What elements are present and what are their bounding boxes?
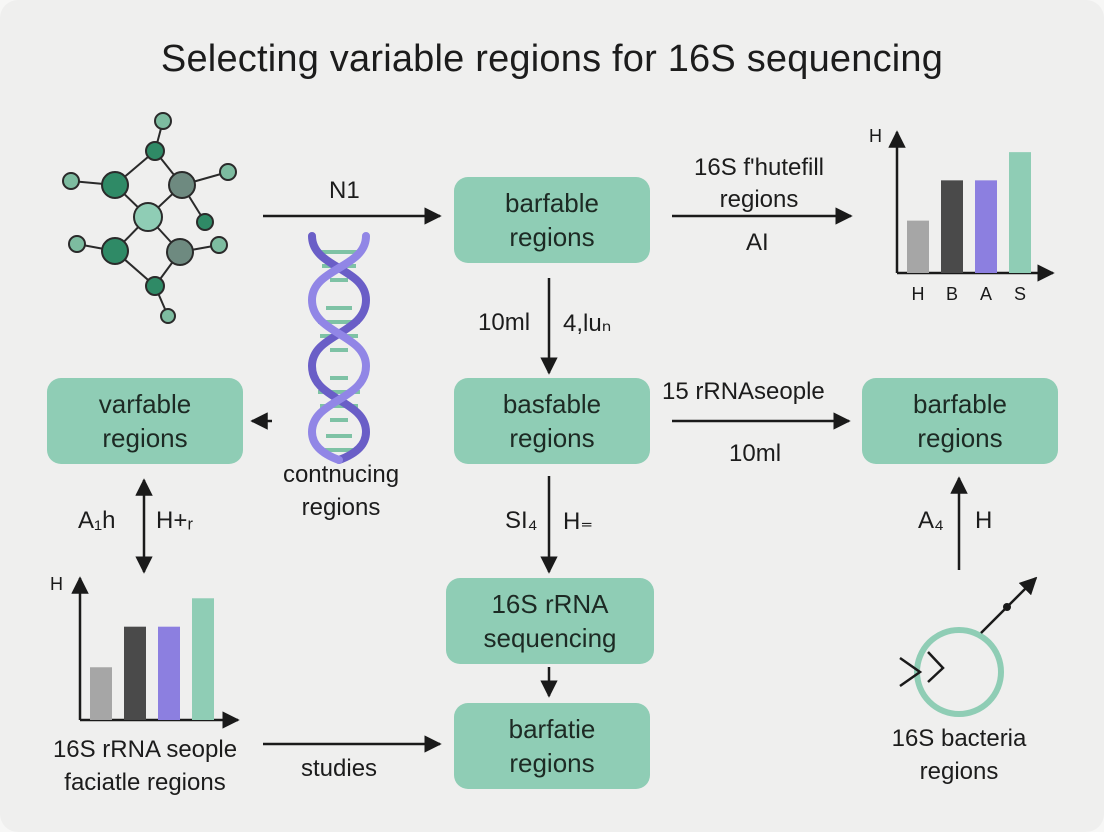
chart-bar: [941, 180, 963, 273]
box-line: regions: [509, 222, 595, 252]
label-right-v-right: H: [975, 507, 993, 534]
label-n1: N1: [329, 177, 360, 204]
box-line: regions: [509, 748, 595, 778]
box-line: barfatie: [508, 714, 596, 744]
label-line: regions: [719, 186, 799, 213]
label-line: faciatle regions: [64, 769, 226, 796]
label-left-v-left: A₁h: [78, 507, 116, 534]
mid-center-box: basfable regions: [454, 378, 650, 464]
label-mid-right-top: 15 rRNAseople: [662, 378, 825, 405]
diagram-title: Selecting variable regions for 16S seque…: [160, 38, 944, 80]
mid-left-box: varfable regions: [47, 378, 243, 464]
chart-tick-label: H: [912, 284, 925, 304]
dna-helix-icon: [307, 232, 371, 464]
chart-bar: [158, 626, 180, 720]
label-right-v-left: A₄: [918, 507, 944, 534]
chart-bar: [192, 598, 214, 720]
label-bacteria: 16S bacteria regions: [856, 722, 1062, 788]
label-line: regions: [919, 758, 999, 785]
box-line: basfable: [502, 389, 602, 419]
label-dna: contnucing regions: [258, 458, 424, 524]
bottom-left-bar-chart: H: [50, 574, 240, 729]
label-top-right: 16S f'hutefill regions: [676, 152, 842, 216]
label-studies: studies: [301, 755, 378, 782]
molecule-network-icon: [62, 112, 237, 324]
chart-y-label: H: [869, 126, 882, 146]
chart-tick-label: A: [980, 284, 992, 304]
chart-bar: [1009, 152, 1031, 273]
label-down1-right: 4,luₙ: [563, 310, 612, 337]
top-center-box: barfable regions: [454, 177, 650, 263]
chart-bar: [975, 180, 997, 273]
label-ai: AI: [746, 229, 769, 256]
label-chart-bottom: 16S rRNA seople faciatle regions: [22, 733, 268, 799]
box-line: 16S rRNA: [491, 589, 609, 619]
label-mid-right-bottom: 10ml: [729, 440, 782, 467]
box-line: sequencing: [483, 623, 617, 653]
chart-bar: [124, 626, 146, 720]
label-line: contnucing: [282, 461, 400, 488]
label-line: regions: [301, 494, 381, 521]
label-down2-right: H₌: [563, 508, 593, 535]
bottom-center-box: barfatie regions: [454, 703, 650, 789]
box-line: varfable: [98, 389, 192, 419]
chart-y-label: H: [50, 574, 63, 594]
chart-bar: [90, 667, 112, 720]
mid-right-box: barfable regions: [862, 378, 1058, 464]
chart-tick-label: S: [1014, 284, 1026, 304]
label-down1-left: 10ml: [478, 309, 531, 336]
box-line: regions: [509, 423, 595, 453]
box-line: regions: [102, 423, 188, 453]
box-line: regions: [917, 423, 1003, 453]
label-line: 16S f'hutefill: [694, 154, 824, 181]
box-line: barfable: [505, 188, 599, 218]
box-line: barfable: [913, 389, 1007, 419]
top-right-bar-chart: H H B A S: [869, 126, 1055, 304]
label-line: 16S bacteria: [891, 725, 1027, 752]
label-left-v-right: H+ᵣ: [156, 507, 194, 534]
bacteria-icon: [899, 576, 1038, 717]
chart-bar: [907, 220, 929, 273]
label-line: 16S rRNA seople: [52, 736, 238, 763]
label-down2-left: SI₄: [505, 507, 538, 534]
chart-tick-label: B: [946, 284, 958, 304]
sequencing-box: 16S rRNA sequencing: [446, 578, 654, 664]
